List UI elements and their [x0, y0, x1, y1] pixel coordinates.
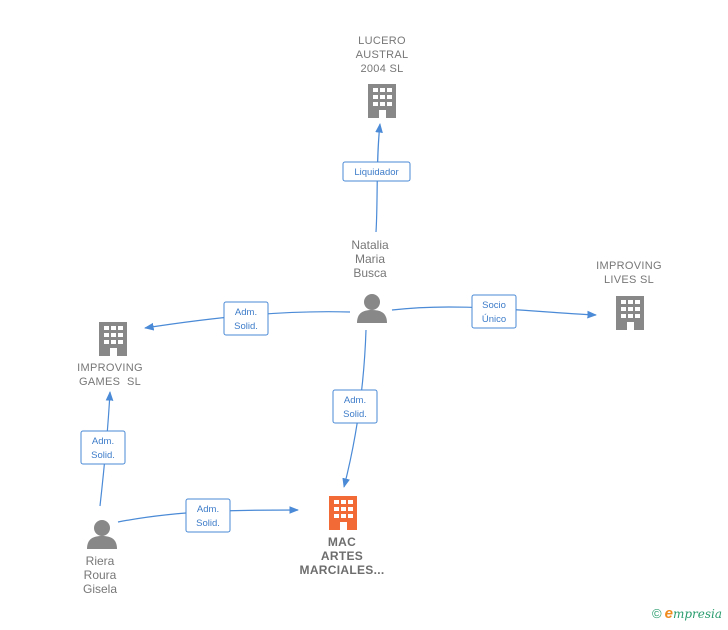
node-label-line: Busca: [353, 266, 387, 280]
node-label-line: LUCERO: [358, 35, 406, 47]
building-icon-improving-games[interactable]: [99, 322, 127, 356]
node-label-line: ARTES: [320, 549, 364, 563]
edge-label-adm-solid-mac-riera[interactable]: Adm. Solid.: [185, 498, 231, 533]
building-icon-improving-lives[interactable]: [616, 296, 644, 330]
edge-label-text: Solid.: [343, 409, 367, 420]
node-label-line: IMPROVING: [77, 362, 143, 374]
node-label-line: Maria: [354, 252, 385, 266]
edge-label-text: Adm.: [344, 395, 366, 406]
brand-logo: empresia: [665, 605, 722, 622]
edge-label-text: Solid.: [196, 518, 220, 529]
node-label-line: GAMES SL: [79, 376, 141, 388]
edge-label-liquidador[interactable]: Liquidador: [342, 161, 411, 182]
node-label-line: Roura: [83, 568, 117, 582]
edge-label-text: Adm.: [197, 504, 219, 515]
node-label-line: 2004 SL: [360, 63, 404, 75]
node-label-natalia[interactable]: Natalia Maria Busca: [310, 238, 430, 280]
edge-label-text: Único: [482, 314, 506, 325]
node-label-line: MARCIALES...: [299, 563, 385, 577]
node-label-line: Gisela: [82, 582, 117, 596]
node-label-improving-games[interactable]: IMPROVING GAMES SL: [50, 361, 170, 389]
node-label-line: AUSTRAL: [355, 49, 409, 61]
edge-label-text: Liquidador: [354, 167, 398, 178]
edge-label-text: Adm.: [92, 436, 114, 447]
brand-footer[interactable]: © empresia: [652, 605, 722, 622]
node-label-improving-lives[interactable]: IMPROVING LIVES SL: [569, 259, 689, 287]
node-label-line: Riera: [85, 554, 115, 568]
edge-label-text: Adm.: [235, 307, 257, 318]
person-icon-riera[interactable]: [87, 520, 117, 549]
edge-label-adm-solid-games[interactable]: Adm. Solid.: [223, 301, 269, 336]
person-icon-natalia[interactable]: [357, 294, 387, 323]
node-label-riera[interactable]: Riera Roura Gisela: [40, 554, 160, 596]
building-icon-lucero[interactable]: [368, 84, 396, 118]
edge-label-text: Solid.: [91, 450, 115, 461]
edge-label-text: Socio: [482, 300, 506, 311]
brand-initial: e: [664, 605, 673, 622]
node-label-line: LIVES SL: [603, 274, 655, 286]
edge-label-adm-solid-games-riera[interactable]: Adm. Solid.: [80, 430, 126, 465]
node-label-mac[interactable]: MAC ARTES MARCIALES...: [282, 535, 402, 577]
edge-label-socio-unico[interactable]: Socio Único: [471, 294, 517, 329]
node-label-lucero[interactable]: LUCERO AUSTRAL 2004 SL: [322, 34, 442, 76]
copyright-symbol: ©: [652, 606, 662, 621]
edge-label-text: Solid.: [234, 321, 258, 332]
brand-name: mpresia: [672, 607, 722, 621]
building-icon-mac[interactable]: [329, 496, 357, 530]
node-label-line: Natalia: [351, 238, 389, 252]
node-label-line: IMPROVING: [596, 260, 662, 272]
node-label-line: MAC: [327, 535, 357, 549]
edge-label-adm-solid-mac-natalia[interactable]: Adm. Solid.: [332, 389, 378, 424]
